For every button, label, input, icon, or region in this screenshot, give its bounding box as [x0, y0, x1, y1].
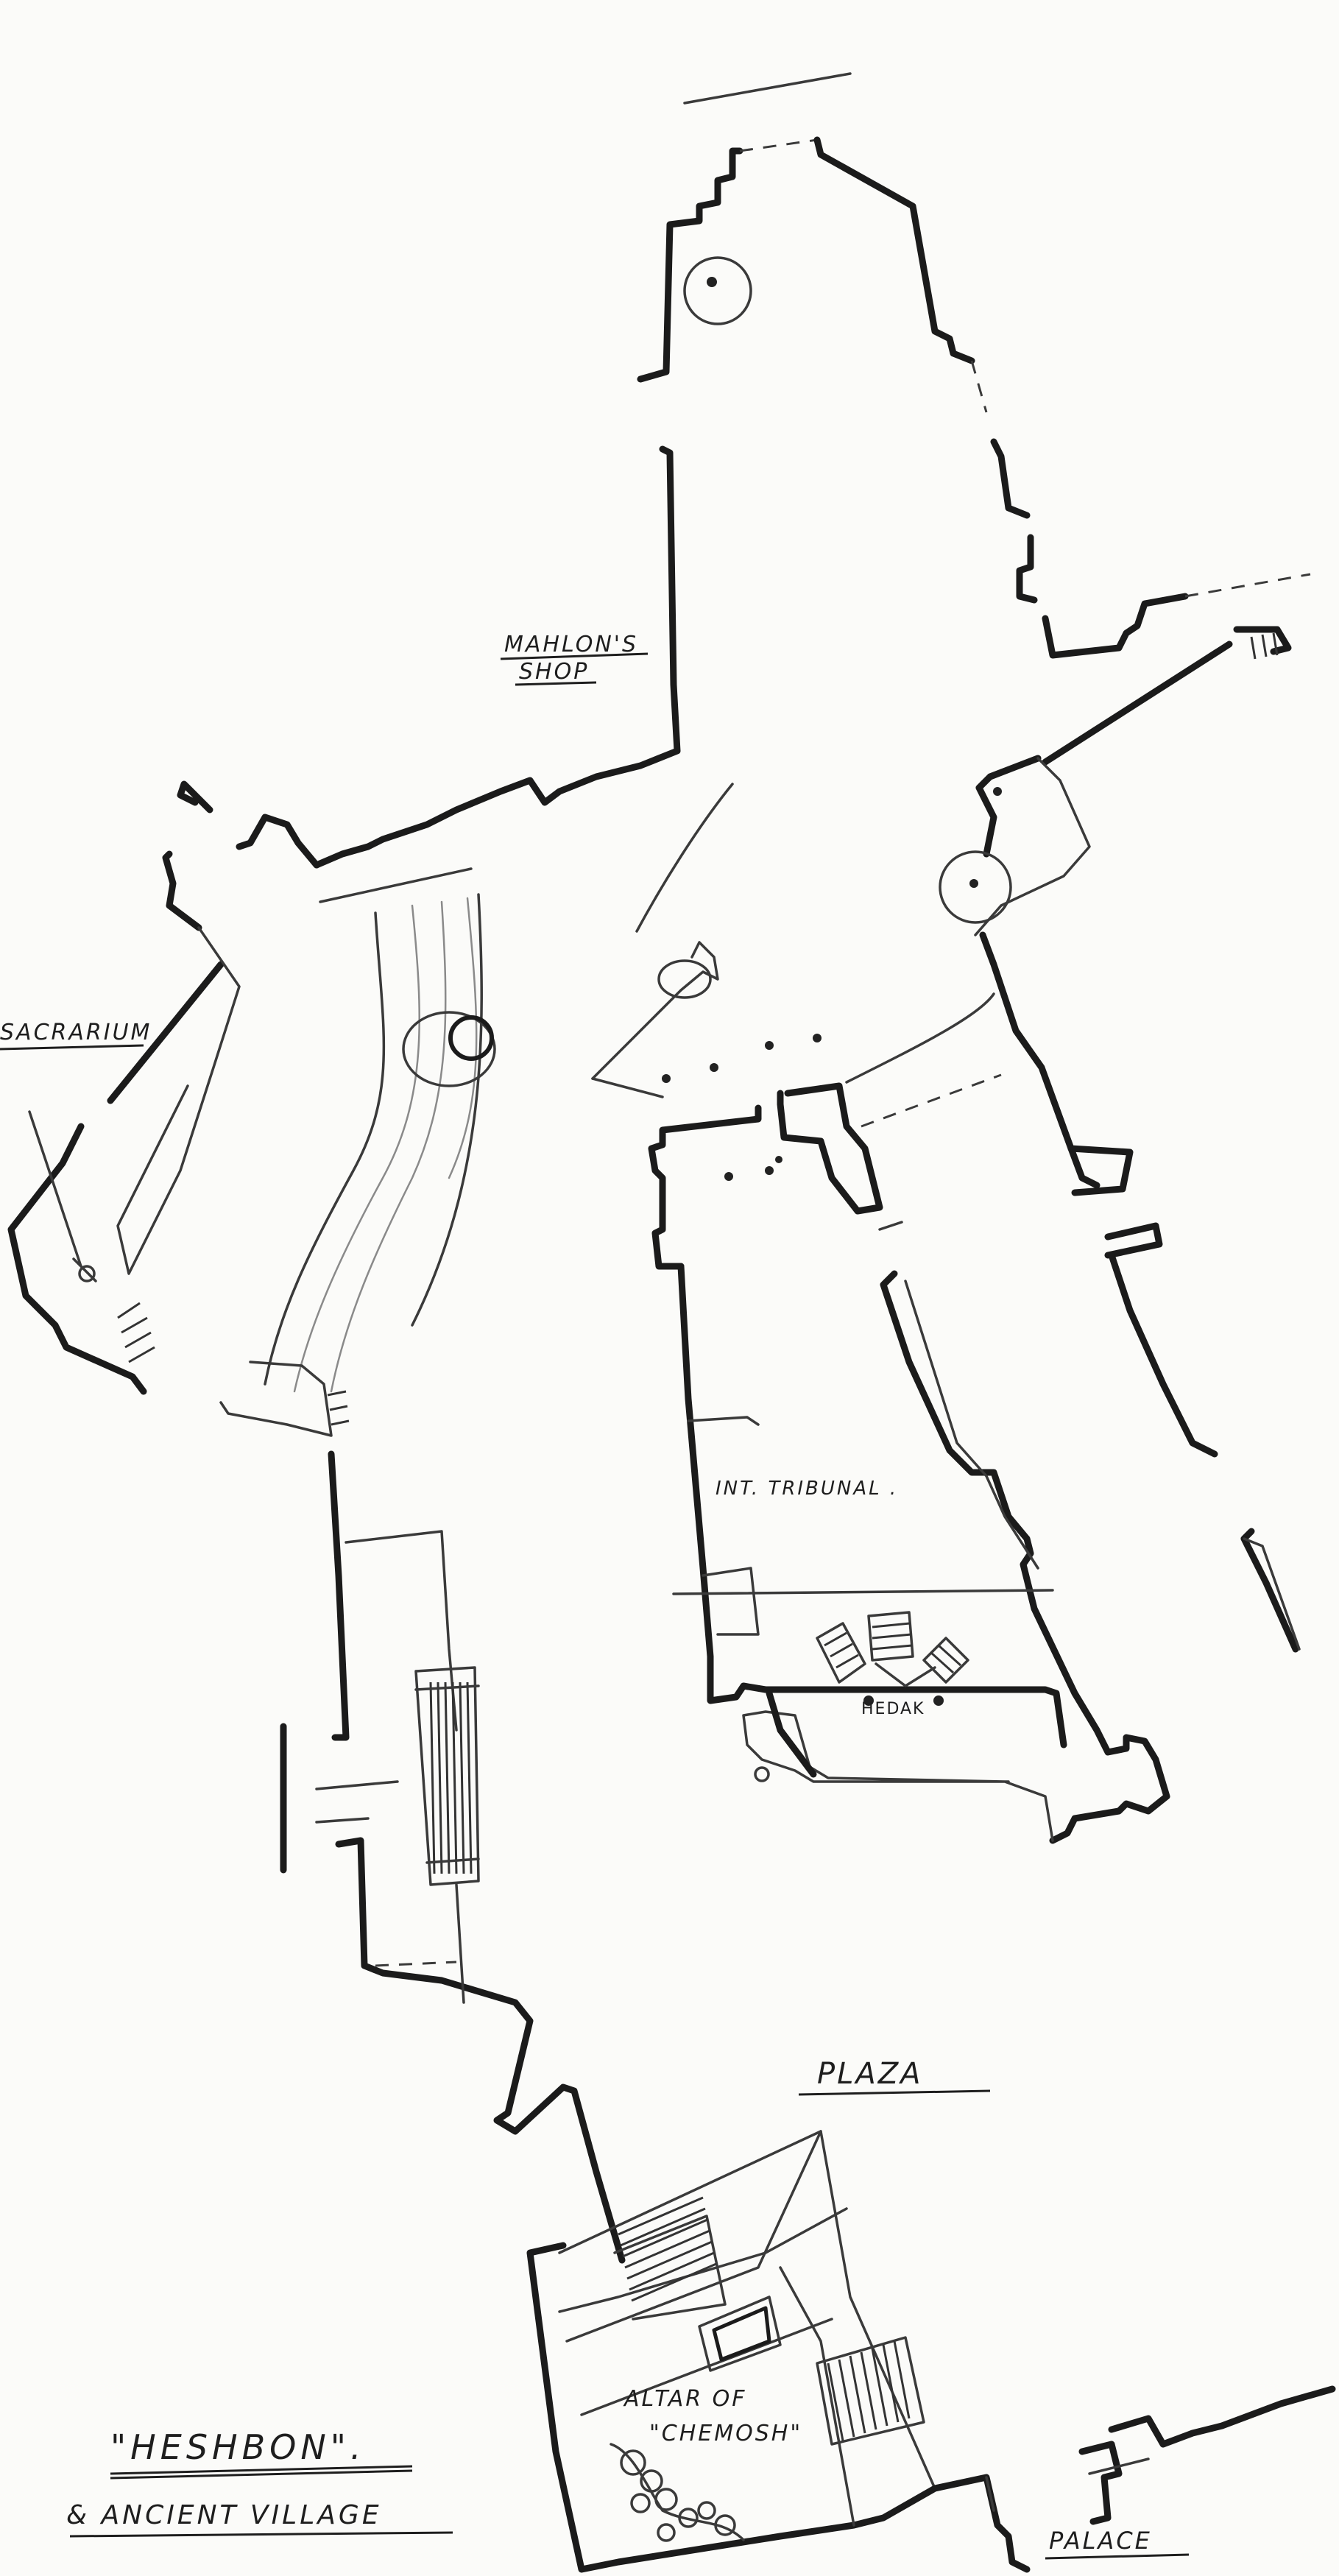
altar-north-stair: [618, 2196, 717, 2302]
north-building: [637, 72, 1311, 659]
altar-label-line2: "CHEMOSH": [649, 2421, 802, 2446]
mahlons-shop-walls: [177, 445, 681, 869]
palace-walls: [1078, 2385, 1336, 2525]
mahlons-shop-label-line2: SHOP: [519, 659, 589, 685]
altar-vegetation: [620, 2449, 736, 2542]
title-heshbon: "HESHBON".: [110, 2427, 366, 2467]
plan-labels: MAHLON'S SHOP SACRARIUM INT. TRIBUNAL . …: [0, 632, 1190, 2560]
plaza-label: PLAZA: [817, 2057, 923, 2091]
altar-of-chemosh: [526, 2130, 1031, 2573]
altar-label-line1: ALTAR OF: [623, 2386, 747, 2412]
west-stair: [429, 1682, 473, 1874]
central-court-features: [591, 941, 1002, 1128]
title-ancient-village: & ANCIENT VILLAGE: [66, 2500, 382, 2530]
int-tribunal-building: [648, 1082, 1170, 1844]
int-tribunal-label: INT. TRIBUNAL .: [716, 1478, 898, 1500]
east-wall: [939, 626, 1301, 1653]
altar-east-stair: [827, 2340, 911, 2441]
palace-label: PALACE: [1049, 2527, 1152, 2555]
mahlons-shop-label-line1: MAHLON'S: [504, 632, 638, 657]
sacrarium-label: SACRARIUM: [0, 1020, 152, 1045]
hedak-label: HEDAK: [861, 1700, 925, 1718]
sacrarium-area: [7, 850, 241, 1395]
hedak-stairs: [816, 1611, 969, 1687]
street-curves: [219, 783, 734, 1437]
west-passage: [280, 1450, 626, 2264]
